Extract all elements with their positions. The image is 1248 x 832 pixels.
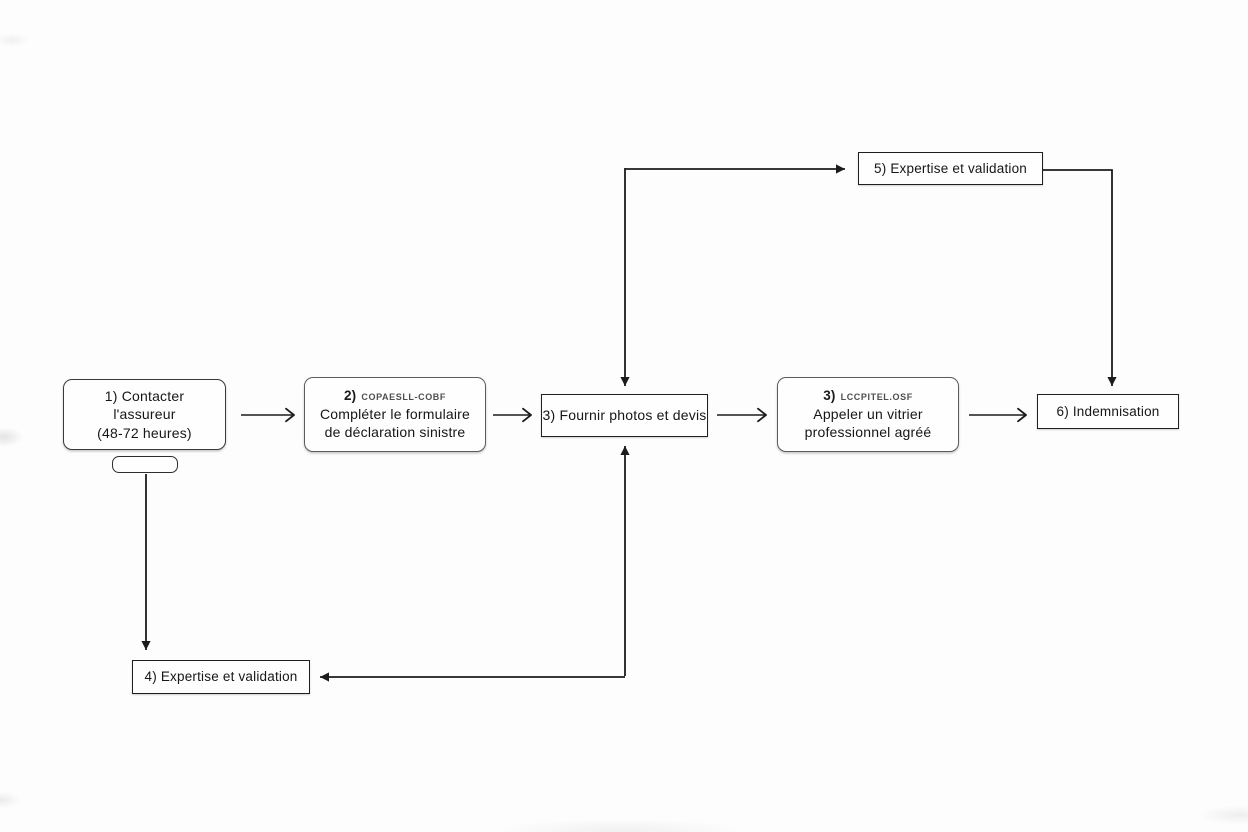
- arrow-step5-to-step6: [1043, 169, 1117, 386]
- empty-connector-box: [112, 456, 178, 473]
- node-step6-label: 6) Indemnisation: [1056, 403, 1160, 419]
- node-step2-completer-formulaire: 2) COPAESLL-COBF Compléter le formulaire…: [304, 377, 486, 452]
- node-step3-label: 3) Fournir photos et devis: [542, 407, 707, 424]
- node-step3b-label: Appeler un vitrier professionnel agréé: [804, 405, 932, 440]
- node-step1-contacter-assureur: 1) Contacter l'assureur (48-72 heures): [63, 379, 226, 450]
- node-step3b-header: 3) LCCPITEL.OSF: [823, 388, 913, 403]
- node-step4-label: 4) Expertise et validation: [144, 669, 298, 685]
- node-step2-header: 2) COPAESLL-COBF: [344, 388, 446, 403]
- node-step2-number: 2): [343, 387, 357, 403]
- node-step3b-appeler-vitrier: 3) LCCPITEL.OSF Appeler un vitrier profe…: [777, 377, 959, 452]
- node-step2-code: COPAESLL-COBF: [361, 391, 447, 402]
- node-step5-label: 5) Expertise et validation: [873, 160, 1028, 176]
- node-step4-expertise-validation: 4) Expertise et validation: [132, 660, 310, 694]
- node-step5-expertise-validation: 5) Expertise et validation: [858, 152, 1043, 185]
- node-step3b-code: LCCPITEL.OSF: [840, 391, 913, 402]
- node-step3b-number: 3): [823, 387, 836, 403]
- node-step2-label: Compléter le formulaire de déclaration s…: [319, 405, 471, 440]
- node-step6-indemnisation: 6) Indemnisation: [1037, 394, 1179, 429]
- node-step1-label: 1) Contacter l'assureur (48-72 heures): [97, 387, 192, 441]
- node-step3-fournir-photos: 3) Fournir photos et devis: [541, 394, 708, 437]
